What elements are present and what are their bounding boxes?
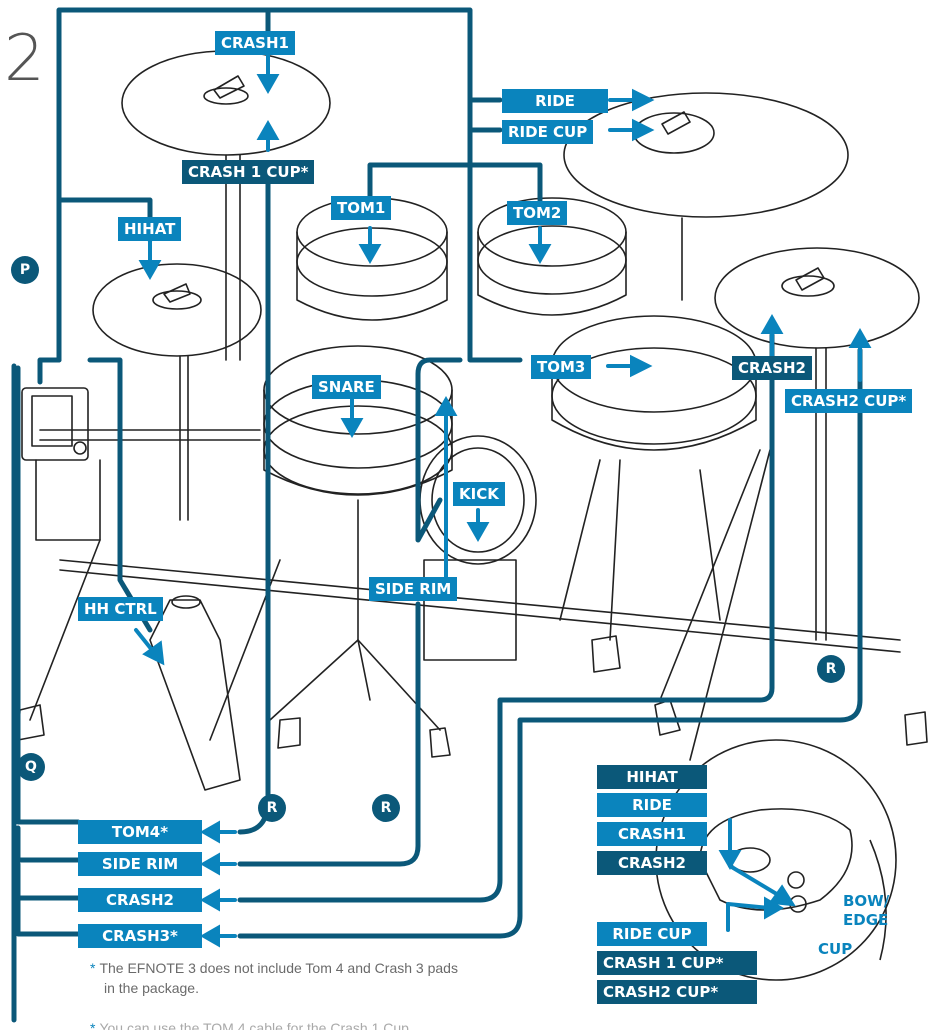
badge-p: P: [11, 256, 39, 284]
crash2-cup-label: CRASH2 CUP*: [785, 389, 912, 413]
footnote-star: *: [90, 960, 95, 976]
output-label-crash3: CRASH3*: [78, 924, 202, 948]
footnote-2-line1: You can use the TOM 4 cable for the Cras…: [99, 1020, 412, 1030]
inset-label-ride-cup: RIDE CUP: [597, 922, 707, 946]
output-label-crash2: CRASH2: [78, 888, 202, 912]
badge-r-1: R: [258, 794, 286, 822]
inset-label-crash2-cup: CRASH2 CUP*: [597, 980, 757, 1004]
inset-label-ride: RIDE: [597, 793, 707, 817]
inset-label-crash2: CRASH2: [597, 851, 707, 875]
inset-label-hihat: HIHAT: [597, 765, 707, 789]
badge-q: Q: [17, 753, 45, 781]
tom3-label: TOM3: [531, 355, 591, 379]
hh-ctrl-label: HH CTRL: [78, 597, 163, 621]
crash1-cup-label: CRASH 1 CUP*: [182, 160, 314, 184]
footnote-2: * You can use the TOM 4 cable for the Cra…: [90, 1018, 550, 1030]
snare-label: SNARE: [312, 375, 381, 399]
bow-edge-line1: BOW/: [843, 892, 889, 911]
cup-text: CUP: [818, 940, 852, 959]
ride-cup-label: RIDE CUP: [502, 120, 593, 144]
footnote-1-line2: in the package.: [90, 980, 199, 996]
output-label-tom4: TOM4*: [78, 820, 202, 844]
tom2-label: TOM2: [507, 201, 567, 225]
badge-r-2: R: [372, 794, 400, 822]
hihat-label: HIHAT: [118, 217, 181, 241]
footnote-star: *: [90, 1020, 95, 1030]
footnote-1-line1: The EFNOTE 3 does not include Tom 4 and …: [99, 960, 458, 976]
tom1-label: TOM1: [331, 196, 391, 220]
bow-edge-text: BOW/ EDGE: [843, 892, 889, 930]
inset-label-crash1-cup: CRASH 1 CUP*: [597, 951, 757, 975]
bow-edge-line2: EDGE: [843, 911, 889, 930]
crash2-label: CRASH2: [732, 356, 812, 380]
ride-label: RIDE: [502, 89, 608, 113]
side-rim-label: SIDE RIM: [369, 577, 457, 601]
badge-r-3: R: [817, 655, 845, 683]
inset-label-crash1: CRASH1: [597, 822, 707, 846]
output-label-side-rim: SIDE RIM: [78, 852, 202, 876]
crash1-label: CRASH1: [215, 31, 295, 55]
kick-label: KICK: [453, 482, 505, 506]
footnote-1: *The EFNOTE 3 does not include Tom 4 and…: [90, 958, 550, 998]
